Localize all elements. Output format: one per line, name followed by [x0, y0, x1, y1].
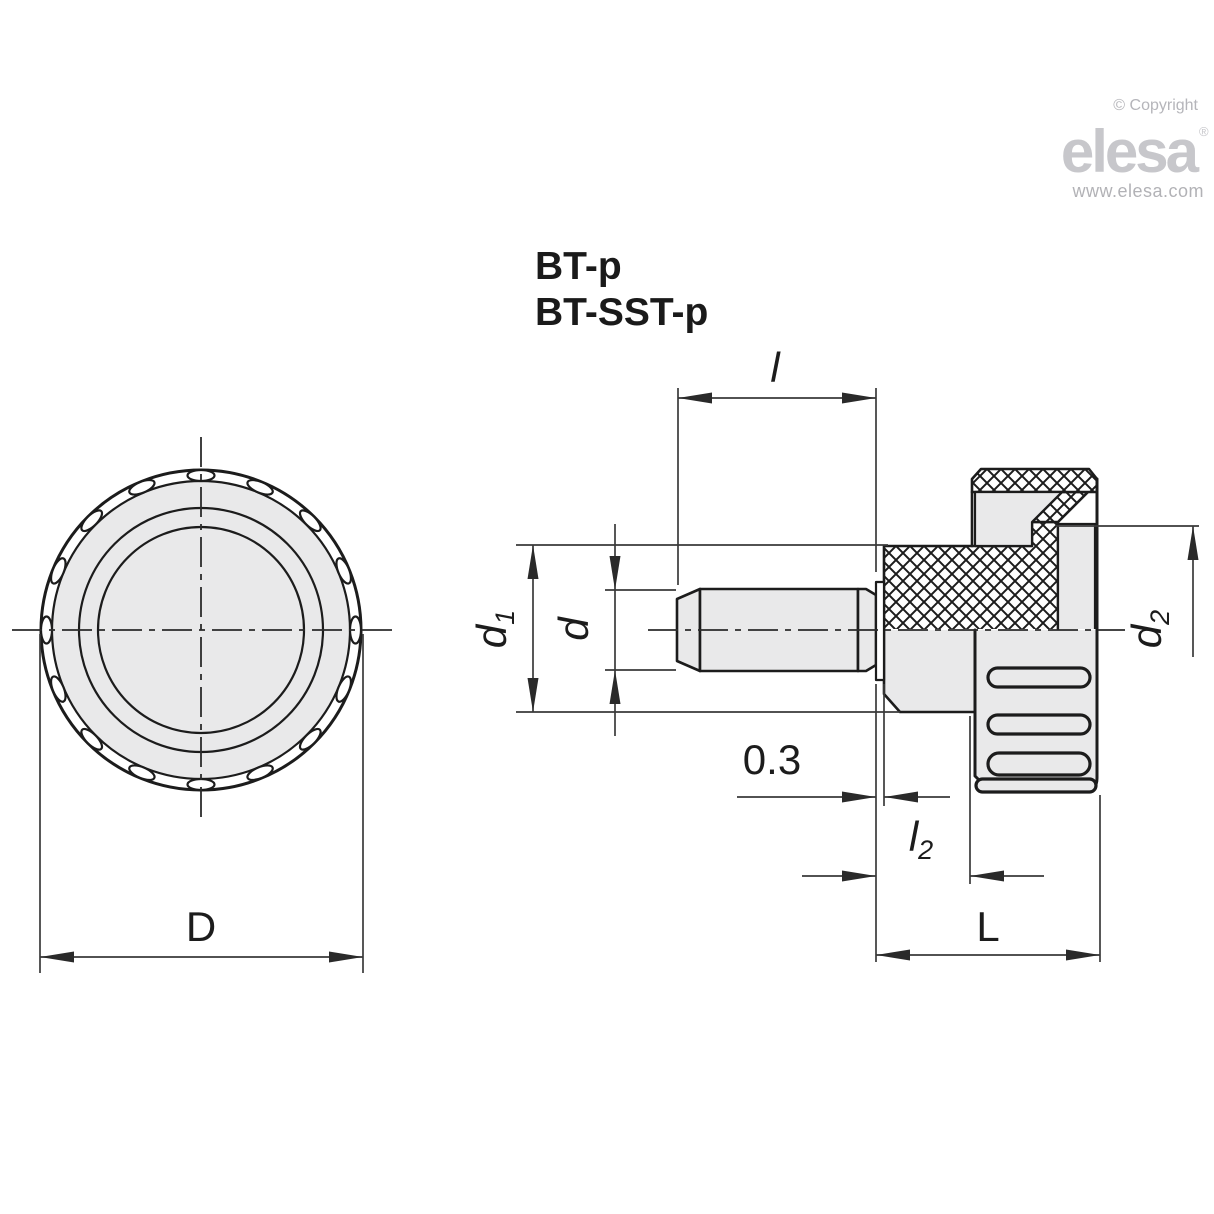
- knurl-lobe: [298, 509, 322, 533]
- arrowhead-bottom: [527, 678, 539, 712]
- arrowhead-top: [527, 545, 539, 579]
- arrowhead-left: [678, 392, 712, 404]
- hub-exterior-fill: [884, 630, 975, 712]
- arrowhead-right: [329, 951, 363, 963]
- knurl-lobe: [246, 764, 274, 782]
- top-recess: [973, 490, 1064, 548]
- website-text: www.elesa.com: [1071, 181, 1204, 201]
- dimension-label-l: l: [770, 344, 781, 391]
- model-title-line1: BT-p: [535, 245, 622, 288]
- arrowhead-left: [884, 791, 918, 803]
- arrowhead-bottom: [609, 670, 621, 704]
- dimension-label-offset: 0.3: [743, 736, 801, 783]
- knurl-lobe: [49, 675, 67, 703]
- arrowhead-left: [40, 951, 74, 963]
- elesa-logo: elesa: [1061, 118, 1200, 185]
- arrowhead-left: [970, 870, 1004, 882]
- dimension-d: d: [550, 524, 676, 736]
- title-block: BT-p BT-SST-p: [535, 245, 708, 334]
- knurl-lobe: [298, 727, 322, 751]
- dimension-label-L: L: [976, 903, 999, 950]
- knurl-rib: [986, 666, 1092, 689]
- dimension-label-d: d: [550, 616, 597, 641]
- arrowhead-right: [1066, 949, 1100, 961]
- dimension-label-d2: d2: [1123, 610, 1175, 648]
- arrowhead-right: [842, 392, 876, 404]
- knurl-lobe: [80, 509, 104, 533]
- registered-mark: ®: [1199, 124, 1209, 139]
- dimension-collar-offset: 0.3: [737, 684, 950, 962]
- hub-section-fill: [884, 522, 1058, 629]
- front-view: D: [12, 437, 392, 973]
- knurl-lobe: [128, 764, 156, 782]
- model-title-line2: BT-SST-p: [535, 291, 708, 334]
- back-recess-fill: [1058, 524, 1095, 629]
- knurl-lobe: [49, 557, 67, 585]
- rim-top-section: [970, 467, 1099, 494]
- dimension-l2: l2: [802, 716, 1044, 884]
- dimension-D: D: [39, 634, 364, 973]
- arrowhead-right: [842, 870, 876, 882]
- knurl-lobe: [335, 557, 353, 585]
- branding: © Copyright elesa ® www.elesa.com: [1061, 97, 1209, 201]
- dimension-L: L: [876, 795, 1101, 962]
- dimension-d2: d2: [1056, 525, 1199, 657]
- knurl-rib: [986, 751, 1092, 777]
- collar-washer: [874, 580, 886, 682]
- arrowhead-top: [609, 556, 621, 590]
- dimension-label-D: D: [186, 903, 216, 950]
- knurl-ribs: [974, 666, 1098, 794]
- knurl-lobe: [335, 675, 353, 703]
- knurl-lobe: [80, 727, 104, 751]
- dimension-d1: d1: [468, 544, 900, 713]
- knurl-rib-bottom: [974, 777, 1098, 794]
- copyright-text: © Copyright: [1113, 97, 1198, 114]
- knurl-lobe: [128, 478, 156, 496]
- back-recess-outline: [1056, 522, 1097, 629]
- knurl-lobe: [246, 478, 274, 496]
- knurl-rib: [986, 713, 1092, 736]
- side-view: l d1 d d2: [468, 344, 1199, 962]
- arrowhead-up: [1187, 526, 1199, 560]
- arrowhead-left: [876, 949, 910, 961]
- knurl-lobes: [39, 468, 363, 792]
- dimension-label-l2: l2: [909, 813, 933, 865]
- threaded-stud: [675, 580, 886, 682]
- dimension-l: l: [677, 344, 877, 585]
- arrowhead-right: [842, 791, 876, 803]
- dimension-label-d1: d1: [468, 610, 520, 648]
